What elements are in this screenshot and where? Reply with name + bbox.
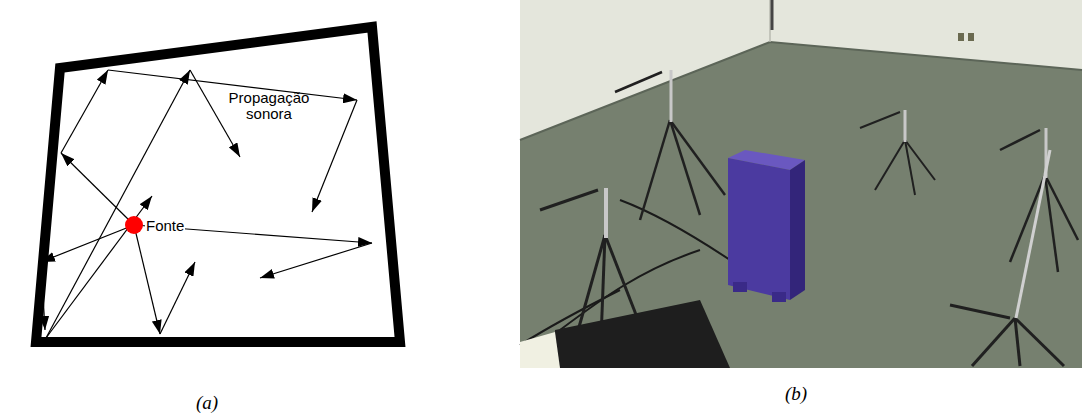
tripod xyxy=(950,150,1064,366)
sound-ray xyxy=(312,100,357,212)
cable xyxy=(620,200,730,260)
sound-ray xyxy=(41,262,45,330)
box-foot xyxy=(733,282,747,292)
sound-rays xyxy=(41,70,372,338)
photo xyxy=(520,0,1082,368)
sound-ray xyxy=(190,70,240,157)
source-dot xyxy=(125,216,143,234)
sound-ray xyxy=(160,262,195,334)
source-label: Fonte xyxy=(145,217,185,234)
sound-ray xyxy=(61,153,134,225)
wall-socket xyxy=(958,33,964,41)
photo-floor xyxy=(520,0,1082,368)
foreground-paper xyxy=(520,332,560,368)
tripod xyxy=(615,70,725,220)
loudspeaker-box xyxy=(728,158,790,300)
box-foot xyxy=(772,292,786,302)
baseboard xyxy=(520,42,1082,140)
hanging-microphone xyxy=(771,0,774,30)
sound-ray xyxy=(260,243,372,278)
foreground-box xyxy=(555,300,730,368)
sound-ray xyxy=(46,196,152,338)
panel-label: (a) xyxy=(196,392,218,414)
sound-source: Fonte xyxy=(125,216,186,234)
photo-wall xyxy=(520,0,1082,140)
panel-label: (b) xyxy=(785,383,807,405)
sound-ray xyxy=(46,70,190,338)
wall-socket xyxy=(968,33,974,41)
sound-ray xyxy=(134,225,160,334)
loudspeaker-box xyxy=(790,160,805,300)
room-wall xyxy=(36,27,400,342)
sound-ray xyxy=(61,70,108,153)
annotation-text: Propagação sonora xyxy=(220,90,318,122)
tripod xyxy=(860,110,935,195)
sound-ray xyxy=(41,225,134,262)
